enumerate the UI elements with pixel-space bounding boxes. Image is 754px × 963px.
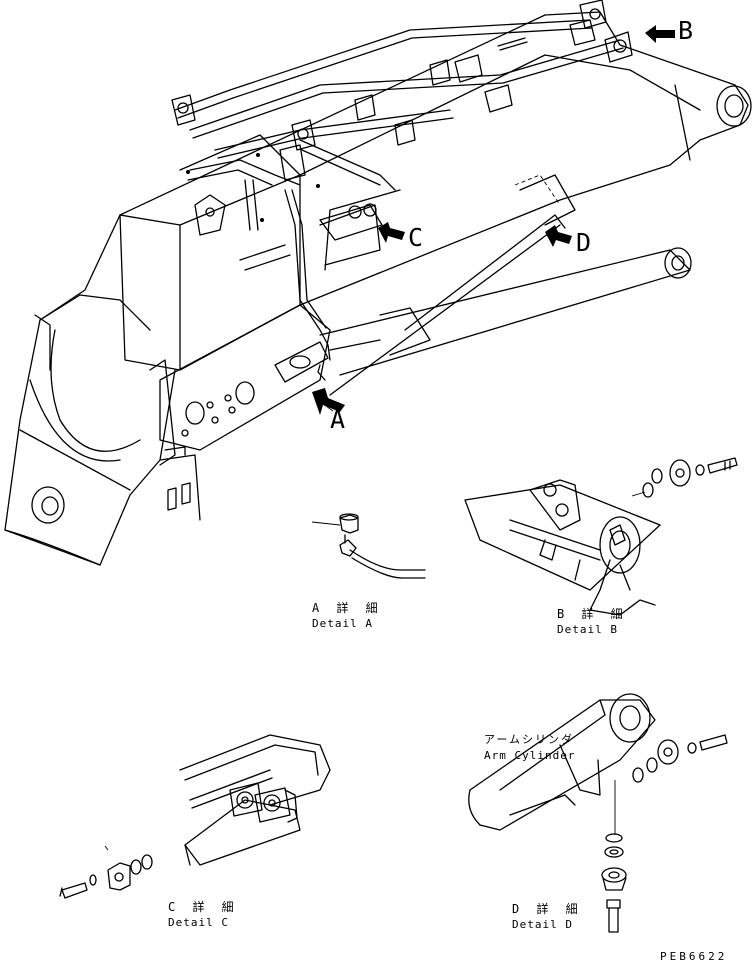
detail-d-jp-title: D 詳 細 — [512, 902, 583, 916]
detail-b-jp-title: B 詳 細 — [557, 607, 628, 621]
callout-arrow-b — [645, 25, 675, 43]
arm-cylinder-en-label: Arm Cylinder — [484, 749, 576, 762]
detail-c-drawing — [59, 734, 331, 899]
detail-a-drawing — [311, 513, 426, 579]
callout-label-a: A — [330, 405, 346, 434]
callout-label-b: B — [678, 16, 694, 45]
callout-arrow-d — [545, 225, 572, 247]
arm-cylinder-jp-label: アームシリンダ — [484, 733, 575, 746]
detail-a-en-title: Detail A — [312, 617, 373, 630]
callout-arrow-a — [312, 388, 345, 415]
callout-label-c: C — [408, 223, 424, 252]
callout-label-d: D — [576, 228, 592, 257]
detail-d-en-title: Detail D — [512, 918, 573, 931]
drawing-code: PEB6622 — [660, 950, 728, 963]
detail-d-drawing — [468, 693, 728, 933]
detail-c-en-title: Detail C — [168, 916, 229, 929]
detail-a-jp-title: A 詳 細 — [312, 601, 383, 615]
callout-arrow-c — [378, 222, 405, 243]
boom-assembly — [4, 0, 752, 566]
detail-b-en-title: Detail B — [557, 623, 618, 636]
detail-c-jp-title: C 詳 細 — [168, 900, 239, 914]
detail-b-drawing — [464, 457, 738, 616]
